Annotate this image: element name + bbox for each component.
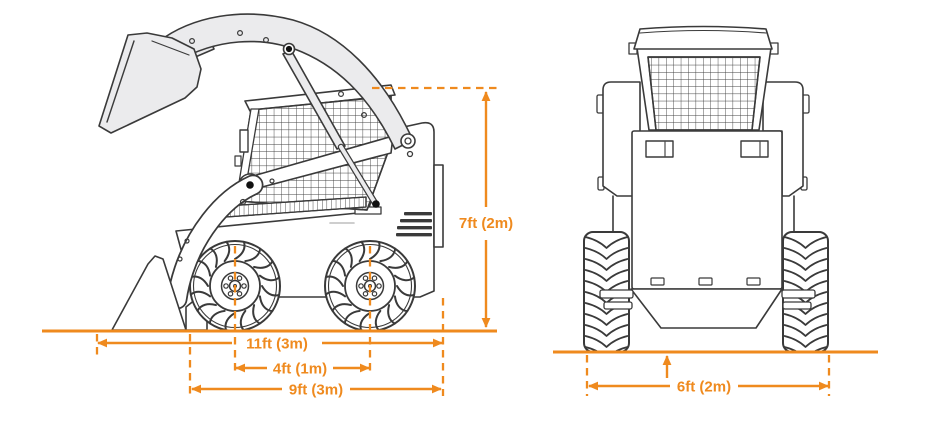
front-view [584, 25, 828, 359]
front-mesh [647, 56, 761, 131]
height-dimension-label: 7ft (2m) [459, 215, 513, 232]
belly-pan [630, 288, 783, 329]
width-dimension-label: 6ft (2m) [677, 379, 731, 396]
rear-tower-pivots [372, 133, 416, 208]
extension-lines [95, 86, 831, 396]
engine-vents [396, 212, 432, 237]
cab-front [628, 25, 779, 131]
lift-arms-front [596, 81, 810, 233]
door-latch [239, 129, 249, 153]
door-hinge-left [645, 140, 674, 158]
cab-roof-front [633, 25, 773, 50]
front-door [631, 130, 783, 290]
bucket [98, 32, 202, 134]
axles [599, 289, 816, 310]
side-view [98, 13, 444, 331]
lift-cylinder [282, 49, 379, 207]
frame-length-dimension-label: 9ft (3m) [289, 382, 343, 399]
width-dimension [588, 355, 829, 391]
door-hinge-right [740, 140, 769, 158]
arm-pivot [246, 181, 254, 189]
wheelbase-dimension-label: 4ft (1m) [273, 361, 327, 378]
dimension-annotations [42, 86, 878, 396]
front-arm [166, 174, 264, 310]
overall-length-dimension-label: 11ft (3m) [246, 336, 308, 353]
